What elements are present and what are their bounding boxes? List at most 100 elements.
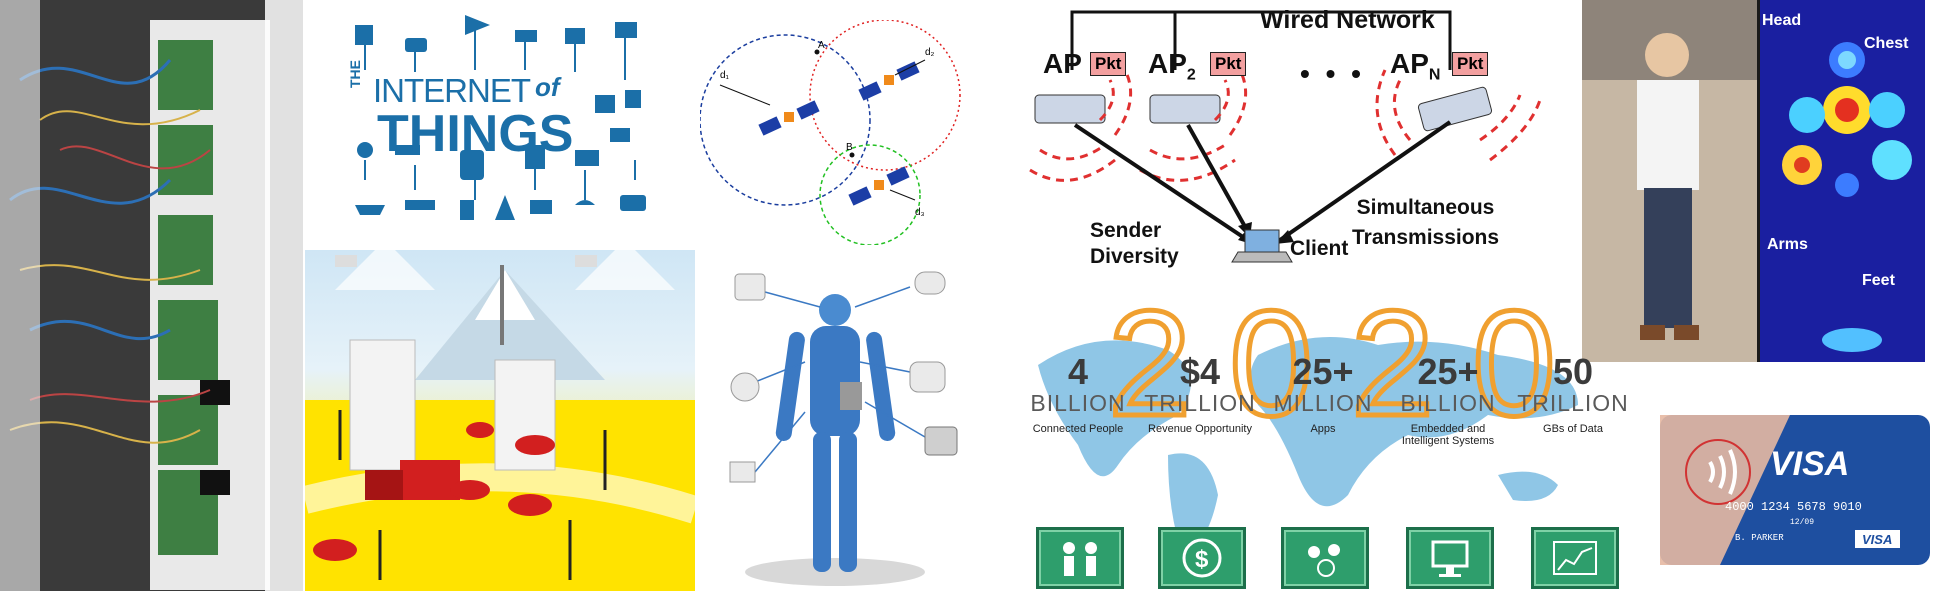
lab-hardware-photo: [0, 0, 303, 591]
fax-icon: [565, 28, 585, 44]
apn-label: APN: [1390, 48, 1441, 84]
stat-item: $4 TRILLION Revenue Opportunity: [1140, 351, 1260, 436]
client-label: Client: [1290, 237, 1349, 260]
ap2-label: AP2: [1148, 48, 1196, 84]
wired-network-diagram: Wired Network AP Pkt AP2 Pkt • • • APN P…: [1010, 0, 1550, 285]
visa-contactless-card: VISA 4000 1234 5678 9010 12/09 B. PARKER…: [1640, 400, 1940, 580]
data-chart-icon: [1531, 527, 1619, 589]
pkt-badge: Pkt: [1090, 52, 1127, 76]
satellite: [335, 255, 357, 267]
device-icon: [729, 461, 756, 483]
trash-icon: [625, 90, 641, 108]
bulb-icon: [357, 142, 373, 158]
year-2020: 2020: [1108, 295, 1594, 447]
simultaneous-transmissions-label: Simultaneous Transmissions: [1352, 196, 1500, 249]
stat-description: Embedded and Intelligent Systems: [1401, 423, 1495, 447]
truck: [400, 460, 460, 500]
circle-d2: [809, 20, 961, 171]
radio-icon: [575, 150, 599, 166]
device-icon: [734, 273, 766, 301]
stat-unit: TRILLION: [1144, 390, 1256, 416]
network-lines: [1029, 10, 1542, 263]
bed-icon: [405, 200, 435, 210]
label-d3: d₃: [915, 207, 925, 218]
logo-things: THINGS: [377, 105, 574, 163]
sender-diversity-label: Sender Diversity: [1090, 219, 1179, 268]
stat-number: 50: [1552, 351, 1594, 392]
router-icon: [515, 30, 537, 42]
truck-icon: [615, 22, 637, 38]
ap1-label: AP: [1043, 48, 1082, 79]
visa-logo: VISA: [1770, 445, 1849, 483]
label-b: B: [846, 142, 853, 153]
car: [508, 494, 552, 516]
laptop-icon: [1231, 229, 1293, 263]
speaker-icon: [525, 145, 545, 169]
logo-internet: INTERNET: [373, 72, 531, 109]
visa-logo-small: VISA: [1862, 532, 1892, 547]
camera-icon: [610, 128, 630, 142]
label-head: Head: [1762, 12, 1802, 29]
device-icon: [914, 271, 946, 295]
pump-device: [840, 382, 862, 410]
house-icon: [595, 95, 615, 113]
stat-description: Apps: [1310, 423, 1336, 435]
monitor-icon: [1406, 527, 1494, 589]
car: [466, 422, 494, 438]
network-title: Wired Network: [1260, 6, 1435, 34]
contactless-icon: [1708, 449, 1737, 495]
stat-number: $4: [1179, 351, 1221, 392]
stat-unit: BILLION: [1400, 390, 1496, 416]
taxi-icon: [405, 38, 427, 52]
device-icon: [909, 361, 946, 393]
label-arms: Arms: [1767, 236, 1808, 253]
satellite-icon: [848, 166, 910, 206]
stat-unit: MILLION: [1273, 390, 1373, 416]
pkt-badge: Pkt: [1210, 52, 1247, 76]
stat-number: 25+: [1292, 351, 1354, 392]
satellite: [575, 255, 597, 267]
card-expiry: 12/09: [1790, 518, 1814, 527]
wifi-router-icon: [395, 145, 420, 155]
card-holder: B. PARKER: [1735, 533, 1784, 543]
circle-d1: [700, 34, 871, 206]
stat-description: GBs of Data: [1543, 423, 1603, 435]
city-scene: [305, 250, 695, 591]
caravan-icon: [620, 195, 646, 211]
car: [450, 480, 490, 500]
brick-icon: [530, 200, 552, 214]
stat-number: 25+: [1417, 351, 1479, 392]
device-icon: [924, 426, 958, 456]
smart-city-illustration: [305, 250, 695, 591]
hardware-rack-illustration: [0, 0, 303, 591]
logo-the: THE: [347, 60, 363, 88]
card-illustration: VISA 4000 1234 5678 9010 12/09 B. PARKER…: [1640, 400, 1940, 580]
bus-icon: [460, 150, 484, 180]
apps-icon: [1281, 527, 1369, 589]
car: [313, 539, 357, 561]
label-chest: Chest: [1864, 35, 1909, 52]
label-a: A: [818, 40, 825, 51]
pkt-badge: Pkt: [1452, 52, 1489, 76]
body-sensing-images: [1582, 0, 1925, 362]
satellite-circles: A B d₁ d₂ d₃: [700, 20, 961, 245]
rocket-icon: [495, 195, 515, 220]
label-d2: d₂: [925, 47, 935, 58]
circle-d3: [819, 144, 921, 245]
iot-2020-stats: 2020 4 BILLION Connected People $4 TRILL…: [1018, 295, 1638, 591]
stat-item: 50 TRILLION GBs of Data: [1513, 351, 1633, 436]
label-feet: Feet: [1862, 272, 1895, 289]
extinguisher-icon: [460, 200, 474, 220]
satellite-icon: [858, 61, 920, 101]
stat-number: 4: [1067, 351, 1089, 392]
stat-description: Revenue Opportunity: [1148, 423, 1252, 435]
implantable-devices-illustration: [725, 262, 1010, 591]
satellite-icon: [758, 100, 820, 136]
svg-text:$: $: [1195, 546, 1209, 573]
human-body-figure: [729, 271, 958, 586]
stat-item: 4 BILLION Connected People: [1018, 351, 1138, 436]
device-icon: [730, 372, 760, 402]
dollar-icon: $: [1158, 527, 1246, 589]
logo-of: of: [535, 72, 560, 102]
body-sensing-panel: Head Chest Arms Feet: [1582, 0, 1925, 362]
